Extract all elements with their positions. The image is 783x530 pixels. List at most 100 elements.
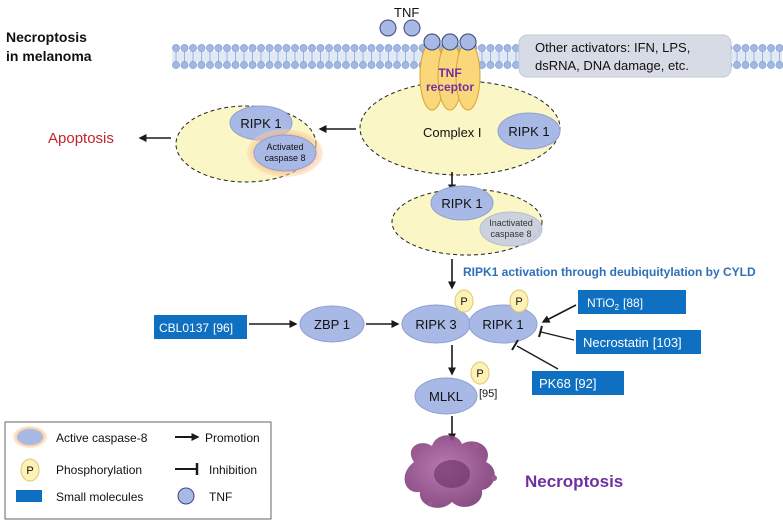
lipid-head — [733, 61, 741, 69]
legend-tnf-icon — [177, 487, 195, 505]
lipid-head — [495, 44, 503, 52]
necroptosis-label: Necroptosis — [525, 472, 623, 491]
activated-caspase-line2: caspase 8 — [264, 153, 305, 163]
phospho-mlkl-label: P — [476, 368, 483, 380]
legend-small-molecules: Small molecules — [56, 490, 143, 504]
inhibit-necrostatin — [540, 331, 575, 341]
lipid-head — [376, 61, 384, 69]
lipid-head — [359, 44, 367, 52]
lipid-head — [750, 61, 758, 69]
necrostatin-label: Necrostatin[103] — [583, 335, 682, 350]
other-activators-box — [518, 34, 732, 78]
lipid-head — [503, 44, 512, 52]
inactivated-caspase-line2: caspase 8 — [490, 229, 531, 239]
ripk1-complex-one — [497, 112, 561, 150]
complex-one-label: Complex I — [423, 125, 482, 140]
lipid-head — [367, 61, 376, 69]
lipid-head — [410, 61, 418, 69]
inhibit-pk68-bar — [511, 339, 519, 351]
lipid-head — [758, 61, 767, 69]
lipid-head — [316, 44, 325, 52]
lipid-head — [180, 44, 189, 52]
lipid-head — [359, 61, 367, 69]
necrostatin-box — [576, 330, 701, 354]
inhibit-necrostatin-bar — [538, 325, 543, 338]
phospho-ripk3-icon — [454, 289, 474, 313]
lipid-head — [248, 61, 257, 69]
lipid-head — [750, 44, 758, 52]
lipid-head — [231, 44, 240, 52]
legend-box — [4, 421, 272, 520]
lipid-head — [376, 44, 384, 52]
lipid-head — [767, 44, 775, 52]
lipid-head — [274, 44, 282, 52]
zbp1 — [299, 305, 365, 343]
lipid-head — [274, 61, 282, 69]
lipid-head — [350, 61, 359, 69]
lipid-head — [325, 61, 333, 69]
lipid-head — [741, 61, 750, 69]
legend: Active caspase-8 Promotion P Phosphoryla… — [4, 421, 272, 520]
lipid-head — [325, 44, 333, 52]
legend-caspase-icon — [17, 429, 43, 445]
cbl0137-label: CBL0137[96] — [159, 321, 233, 335]
activated-caspase8 — [253, 134, 317, 172]
ripk1-inactivated-label: RIPK 1 — [441, 196, 482, 211]
lipid-head — [758, 44, 767, 52]
lipid-head — [393, 61, 401, 69]
cell-debris — [491, 475, 497, 481]
legend-tnf: TNF — [209, 490, 232, 504]
phospho-ripk1-icon — [509, 289, 529, 313]
lipid-head — [214, 61, 223, 69]
activated-caspase-line1: Activated — [266, 142, 303, 152]
lipid-head — [214, 44, 223, 52]
pk68-label: PK68[92] — [539, 376, 597, 391]
ripk1-necrosome-label: RIPK 1 — [482, 317, 523, 332]
ripk1-complex-one-label: RIPK 1 — [508, 124, 549, 139]
lipid-head — [282, 44, 291, 52]
ntio2-label: NTiO2[88] — [587, 296, 643, 312]
lipid-head — [240, 61, 248, 69]
lipid-head — [478, 44, 486, 52]
lipid-head — [775, 61, 783, 69]
inactivated-caspase8 — [479, 211, 543, 247]
apoptosis-label: Apoptosis — [48, 130, 114, 147]
lipid-head — [410, 44, 418, 52]
lipid-head — [733, 44, 741, 52]
lipid-head — [231, 61, 240, 69]
lipid-head — [282, 61, 291, 69]
lipid-head — [350, 44, 359, 52]
cell-nucleus — [434, 460, 470, 488]
lipid-head — [257, 61, 265, 69]
ripk1-activation-text: RIPK1 activation through deubiquitylatio… — [463, 265, 756, 279]
mlkl-ref: [95] — [479, 388, 497, 400]
tnf-receptor-base: TNF receptor — [419, 33, 481, 111]
tnf-label: TNF — [394, 5, 419, 20]
lipid-head — [172, 61, 180, 69]
lipid-head — [248, 44, 257, 52]
ripk1-inactivated-complex — [430, 185, 494, 221]
legend-small-molecule-icon — [16, 490, 42, 502]
inhibit-pk68 — [516, 345, 559, 370]
lipid-head — [342, 61, 350, 69]
tnf-ligand-icon — [379, 19, 397, 37]
lipid-head — [265, 61, 274, 69]
lipid-head — [393, 44, 401, 52]
other-activators-line1: Other activators: IFN, LPS, — [535, 40, 690, 55]
legend-active-caspase: Active caspase-8 — [56, 431, 148, 445]
lipid-head — [767, 61, 775, 69]
lipid-head — [197, 61, 206, 69]
lipid-head — [189, 44, 197, 52]
other-activators-line2: dsRNA, DNA damage, etc. — [535, 58, 689, 73]
lipid-head — [291, 44, 299, 52]
title-line2: in melanoma — [6, 48, 92, 64]
phospho-mlkl-icon — [470, 361, 490, 385]
cbl0137-box — [154, 315, 247, 339]
lipid-head — [775, 44, 783, 52]
lipid-head — [257, 44, 265, 52]
lipid-head — [741, 44, 750, 52]
title-line1: Necroptosis — [6, 29, 87, 45]
cell-debris — [415, 447, 421, 453]
cell-debris — [473, 443, 479, 449]
